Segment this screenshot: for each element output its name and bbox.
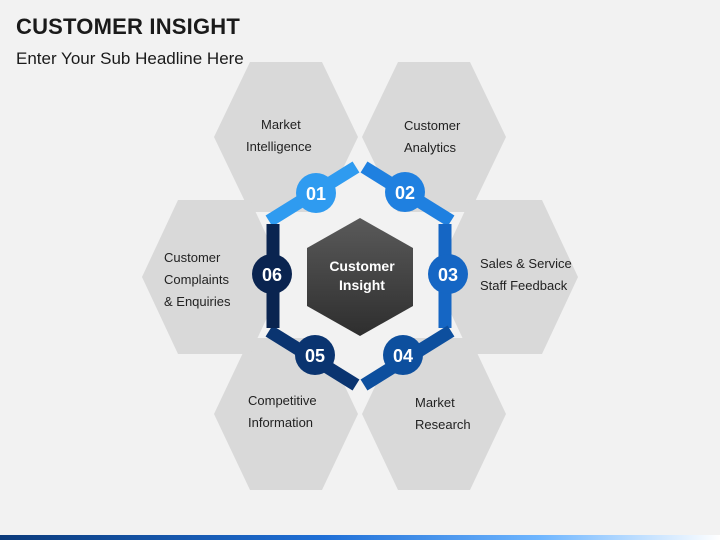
segment-03-label: Sales & Service Staff Feedback bbox=[480, 253, 572, 297]
segment-06-line1: Customer bbox=[164, 250, 221, 265]
page-subtitle: Enter Your Sub Headline Here bbox=[16, 49, 244, 68]
segment-02-label: Customer Analytics bbox=[404, 115, 460, 159]
badge-04: 04 bbox=[383, 335, 423, 375]
segment-01-line2: Intelligence bbox=[246, 139, 312, 154]
badge-03-number: 03 bbox=[438, 265, 458, 285]
badge-05-number: 05 bbox=[305, 346, 325, 366]
segment-01-line1: Market bbox=[261, 117, 301, 132]
center-label-line2: Insight bbox=[339, 277, 385, 293]
badge-01: 01 bbox=[296, 173, 336, 213]
hex-06 bbox=[142, 200, 286, 354]
center-hex bbox=[307, 218, 413, 336]
segment-03-line1: Sales & Service bbox=[480, 256, 572, 271]
segment-04-line2: Research bbox=[415, 417, 471, 432]
center-label-line1: Customer bbox=[329, 258, 395, 274]
hex-04 bbox=[362, 338, 506, 490]
hex-03 bbox=[434, 200, 578, 354]
badge-02-number: 02 bbox=[395, 183, 415, 203]
segment-06-line3: & Enquiries bbox=[164, 294, 231, 309]
badge-04-number: 04 bbox=[393, 346, 413, 366]
badge-06-number: 06 bbox=[262, 265, 282, 285]
segment-05-line2: Information bbox=[248, 415, 314, 430]
segment-01-label: Market Intelligence bbox=[246, 114, 312, 158]
badge-05: 05 bbox=[295, 335, 335, 375]
hex-05 bbox=[214, 338, 358, 490]
segment-04-line1: Market bbox=[415, 395, 455, 410]
segment-02-line2: Analytics bbox=[404, 140, 457, 155]
badge-06: 06 bbox=[252, 254, 292, 294]
badge-01-number: 01 bbox=[306, 184, 326, 204]
segment-05-label: Competitive Information bbox=[248, 390, 317, 434]
segment-06-label: Customer Complaints & Enquiries bbox=[164, 247, 230, 313]
segment-02-line1: Customer bbox=[404, 118, 461, 133]
center-label: Customer Insight bbox=[307, 257, 417, 295]
badge-03: 03 bbox=[428, 254, 468, 294]
segment-03-line2: Staff Feedback bbox=[480, 278, 568, 293]
badge-02: 02 bbox=[385, 172, 425, 212]
page-title: CUSTOMER INSIGHT bbox=[16, 14, 241, 39]
footer-gradient-bar bbox=[0, 535, 720, 540]
segment-04-label: Market Research bbox=[415, 392, 471, 436]
segment-06-line2: Complaints bbox=[164, 272, 230, 287]
segment-05-line1: Competitive bbox=[248, 393, 317, 408]
